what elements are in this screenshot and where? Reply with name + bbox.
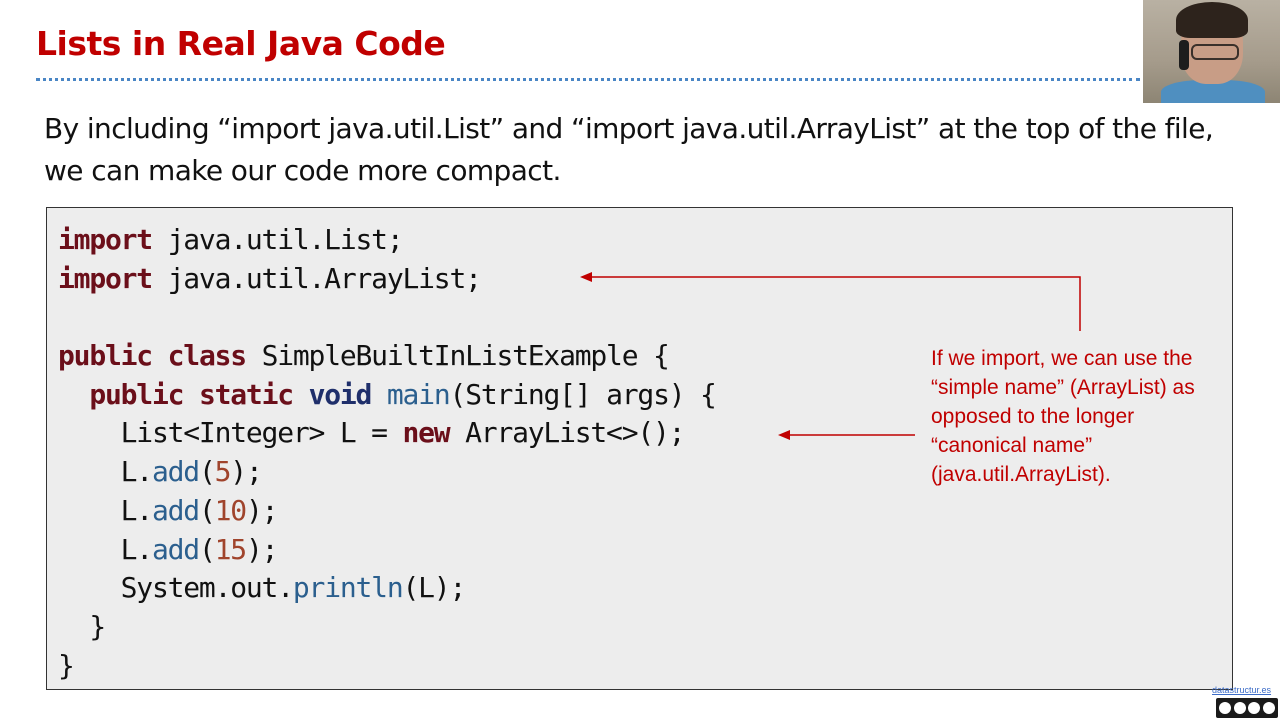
presenter-hair — [1176, 2, 1248, 38]
keyword-void: void — [308, 377, 373, 411]
import-list-path: java.util.List; — [151, 223, 404, 256]
code-line-9: L.add(15); — [58, 532, 279, 566]
number-literal: 5 — [214, 455, 232, 489]
import-arrowhead-icon — [580, 272, 592, 282]
footer-website-link[interactable]: datastructur.es — [1212, 685, 1272, 695]
intro-paragraph: By including “import java.util.List” and… — [44, 112, 1214, 187]
code-line-7: L.add(5); — [58, 455, 263, 489]
code-line-5: public static void main(String[] args) { — [58, 376, 717, 415]
keyword-import: import — [58, 261, 153, 295]
method-add: add — [151, 493, 200, 527]
method-main: main — [386, 377, 451, 411]
keyword-new: new — [402, 416, 450, 450]
list-declaration: List<Integer> L = — [120, 416, 403, 450]
keyword-public: public — [89, 377, 184, 411]
method-add: add — [151, 532, 200, 566]
code-line-12: } — [58, 647, 716, 686]
main-signature: (String[] args) { — [449, 377, 717, 411]
arraylist-constructor: ArrayList<>(); — [449, 416, 685, 450]
cc-icon — [1219, 702, 1232, 714]
number-literal: 10 — [214, 493, 248, 527]
slide-title: Lists in Real Java Code — [36, 24, 446, 63]
creative-commons-license-icon — [1216, 698, 1278, 718]
code-panel — [46, 207, 1233, 690]
closing-brace: } — [89, 609, 106, 643]
by-icon — [1233, 702, 1246, 714]
headset-mic-icon — [1179, 40, 1189, 70]
code-line-4: public class SimpleBuiltInListExample { — [58, 337, 716, 376]
keyword-public: public — [58, 339, 153, 373]
nc-icon — [1248, 702, 1261, 714]
closing-brace: } — [58, 648, 75, 682]
webcam-overlay — [1143, 0, 1280, 103]
import-arrow-connector — [590, 276, 1081, 331]
number-literal: 15 — [214, 532, 248, 566]
code-line-11: } — [58, 608, 716, 647]
sa-icon — [1262, 702, 1275, 714]
method-add: add — [151, 455, 200, 489]
keyword-static: static — [198, 377, 294, 411]
code-block: import java.util.List;import java.util.A… — [58, 221, 717, 686]
code-line-2: import java.util.ArrayList; — [58, 260, 716, 299]
class-name: SimpleBuiltInListExample { — [245, 339, 670, 373]
presenter-shirt — [1161, 80, 1265, 103]
presenter-glasses — [1191, 44, 1239, 60]
system-out: System.out. — [120, 571, 294, 605]
println-args: (L); — [402, 571, 466, 605]
code-line-6: List<Integer> L = new ArrayList<>(); — [58, 414, 716, 453]
import-arraylist-path: java.util.ArrayList; — [151, 261, 482, 295]
code-line-1: import java.util.List; — [58, 221, 716, 260]
keyword-class: class — [167, 339, 248, 373]
keyword-import: import — [58, 223, 153, 256]
code-line-8: L.add(10); — [58, 493, 279, 527]
method-println: println — [292, 571, 404, 605]
code-line-10: System.out.println(L); — [58, 569, 716, 608]
annotation-note: If we import, we can use the “simple nam… — [931, 347, 1195, 486]
title-divider — [36, 78, 1140, 81]
new-arrowhead-icon — [778, 430, 790, 440]
